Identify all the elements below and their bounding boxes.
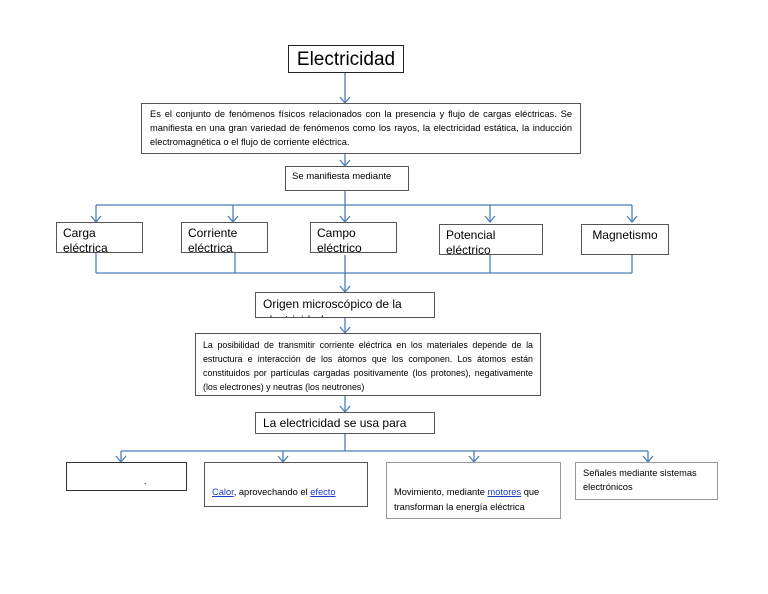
definition-box: Es el conjunto de fenómenos físicos rela… xyxy=(141,103,581,154)
node-carga-electrica: Carga eléctrica xyxy=(56,222,143,253)
efecto-link[interactable]: efecto xyxy=(310,487,336,497)
use-3-text-1: Movimiento, mediante xyxy=(394,487,488,497)
node-label: Potencial eléctrico xyxy=(446,228,496,255)
motores-link[interactable]: motores xyxy=(487,487,522,497)
use-2-text: Calor, aprovechando el efecto xyxy=(212,485,360,499)
node-campo-electrico: Campo eléctrico xyxy=(310,222,397,253)
use-box-2: Calor, aprovechando el efecto xyxy=(204,462,368,507)
origin-label: Origen microscópico de la electricidad xyxy=(263,297,402,317)
node-label: Campo eléctrico xyxy=(317,226,362,253)
node-corriente-electrica: Corriente eléctrica xyxy=(181,222,268,253)
origin-box: Origen microscópico de la electricidad xyxy=(255,292,435,318)
uses-label: La electricidad se usa para xyxy=(263,416,407,430)
title-box: Electricidad xyxy=(288,45,404,73)
calor-link[interactable]: Calor xyxy=(212,487,234,497)
manifests-box: Se manifiesta mediante xyxy=(285,166,409,191)
use-box-4: Señales mediante sistemas electrónicos xyxy=(575,462,718,500)
use-box-1: . xyxy=(66,462,187,491)
node-label: Magnetismo xyxy=(592,228,658,242)
origin-text: La posibilidad de transmitir corriente e… xyxy=(203,340,533,392)
node-label: Corriente eléctrica xyxy=(188,226,238,253)
use-3-text: Movimiento, mediante motores que transfo… xyxy=(394,485,553,515)
origin-text-box: La posibilidad de transmitir corriente e… xyxy=(195,333,541,396)
use-box-3: Movimiento, mediante motores que transfo… xyxy=(386,462,561,519)
diagram-title: Electricidad xyxy=(296,49,396,70)
definition-text: Es el conjunto de fenómenos físicos rela… xyxy=(150,109,572,147)
use-4-text: Señales mediante sistemas electrónicos xyxy=(583,468,697,492)
manifests-label: Se manifiesta mediante xyxy=(292,171,392,182)
use-2-text-1: , aprovechando el xyxy=(233,487,311,497)
node-label: Carga eléctrica xyxy=(63,226,108,253)
use-1-text: . xyxy=(144,476,147,486)
uses-box: La electricidad se usa para xyxy=(255,412,435,434)
use-3-text-2: que transforman la energía eléctrica xyxy=(394,487,540,512)
node-magnetismo: Magnetismo xyxy=(581,224,669,255)
node-potencial-electrico: Potencial eléctrico xyxy=(439,224,543,255)
